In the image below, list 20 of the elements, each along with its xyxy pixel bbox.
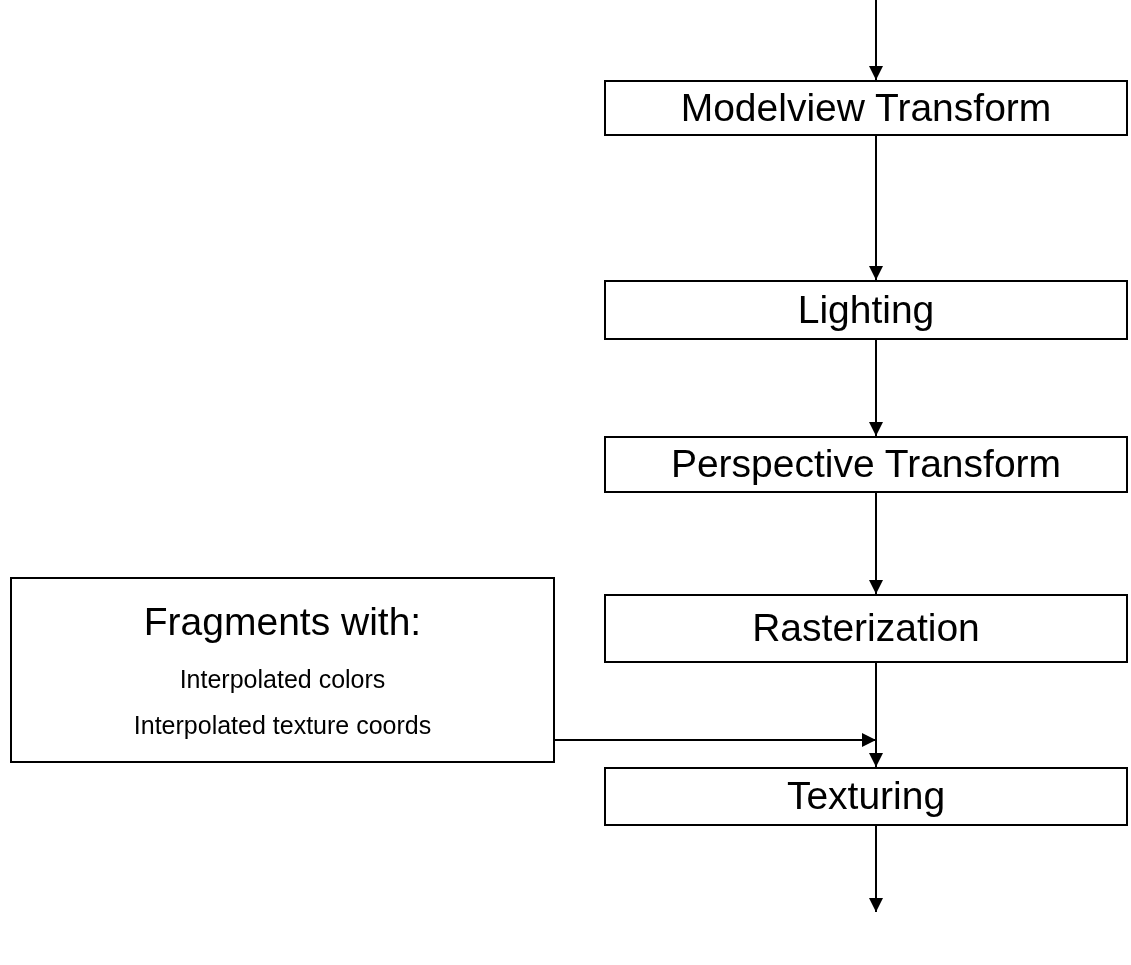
arrow [869, 339, 883, 437]
box-label: Rasterization [752, 605, 980, 652]
process-box [604, 436, 1128, 493]
arrow [554, 733, 883, 768]
box-heading: Fragments with: [143, 599, 422, 645]
box-label: Modelview Transform [680, 84, 1052, 131]
arrow [869, 825, 883, 913]
box-label: Texturing [786, 773, 946, 820]
box-label: Perspective Transform [670, 441, 1062, 488]
process-box [604, 767, 1128, 826]
box-text: Interpolated texture coords [133, 710, 432, 741]
process-box [10, 577, 555, 763]
process-box [604, 80, 1128, 136]
arrow [869, 0, 883, 81]
box-label: Lighting [797, 286, 935, 333]
arrow [869, 492, 883, 595]
process-box [604, 280, 1128, 340]
arrow [869, 135, 883, 281]
process-box [604, 594, 1128, 663]
box-text: Interpolated colors [179, 664, 386, 695]
